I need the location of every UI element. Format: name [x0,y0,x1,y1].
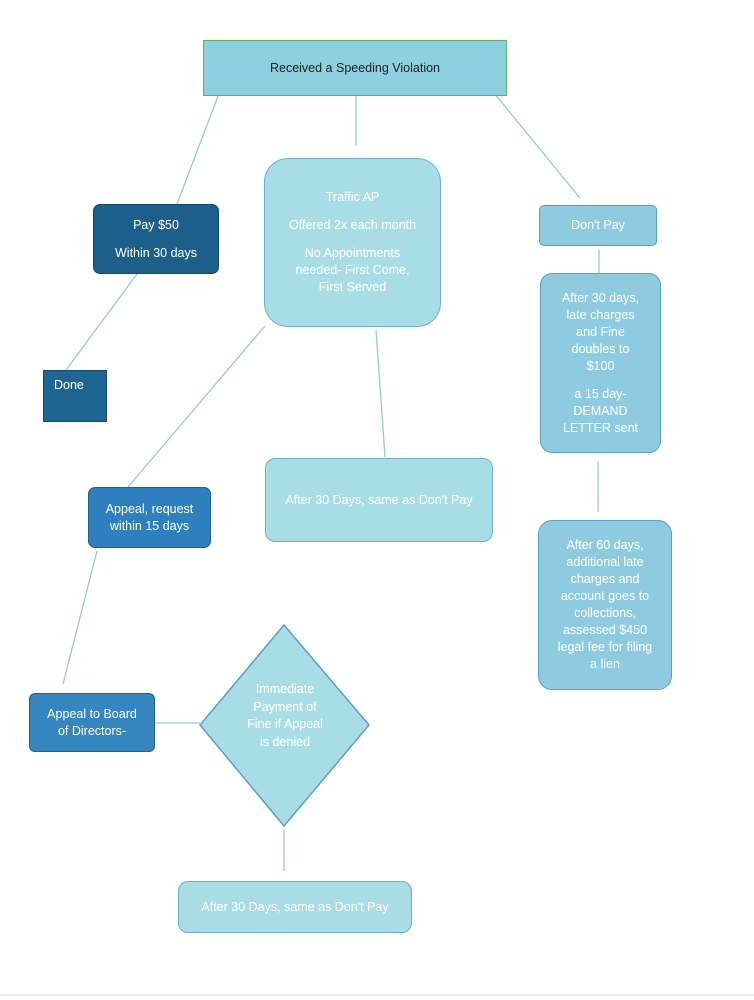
pay-line-2: Within 30 days [115,245,197,260]
dont-pay-text: Don't Pay [571,218,625,232]
connector-appeal-board [62,550,98,685]
traffic-ap-line-2: Offered 2x each month [289,218,416,232]
after-30-same-1-text: After 30 Days, same as Don't Pay [285,492,473,507]
after-60-text: After 60 days, additional late charges a… [557,538,653,671]
node-title-text: Received a Speeding Violation [269,60,441,75]
traffic-ap-line-3: No Appointments needed- First Come, Firs… [295,246,410,294]
pay-line-1: Pay $50 [133,217,179,232]
node-appeal-to-board: Appeal to Board of Directors- [29,693,155,752]
appeal-board-text: Appeal to Board of Directors- [47,706,137,738]
node-appeal-request: Appeal, request within 15 days [88,487,211,548]
page-bottom-rule [0,994,754,996]
after-30-late-line-1: After 30 days, late charges and Fine dou… [561,290,640,373]
connector-pay-done [65,273,138,371]
after-30-same-2-text: After 30 Days, same as Don't Pay [201,899,389,914]
traffic-ap-line-1: Traffic AP [325,190,380,204]
node-done: Done [43,370,107,422]
connector-traffic-ap-appeal [127,325,266,488]
node-after-60-days: After 60 days, additional late charges a… [538,520,672,690]
node-traffic-ap: Traffic AP Offered 2x each month No Appo… [264,158,441,327]
after-30-late-line-2: a 15 day- DEMAND LETTER sent [562,386,639,435]
decision-diamond [199,623,370,828]
node-dont-pay: Don't Pay [539,205,657,246]
node-after-30-same-as-dont-pay-2: After 30 Days, same as Don't Pay [178,881,412,933]
node-pay-50: Pay $50 Within 30 days [93,204,219,274]
connector-title-pay [176,95,219,205]
node-received-speeding-violation: Received a Speeding Violation [203,40,507,96]
connector-traffic-ap-after30 [375,329,386,458]
connector-title-dont-pay [493,92,581,199]
node-after-30-same-as-dont-pay-1: After 30 Days, same as Don't Pay [265,458,493,542]
appeal-request-text: Appeal, request within 15 days [105,501,194,533]
node-after-30-late-charges: After 30 days, late charges and Fine dou… [540,273,661,453]
immediate-payment-text: Immediate Payment of Fine if Appeal is d… [247,682,323,749]
done-text: Done [54,378,84,392]
